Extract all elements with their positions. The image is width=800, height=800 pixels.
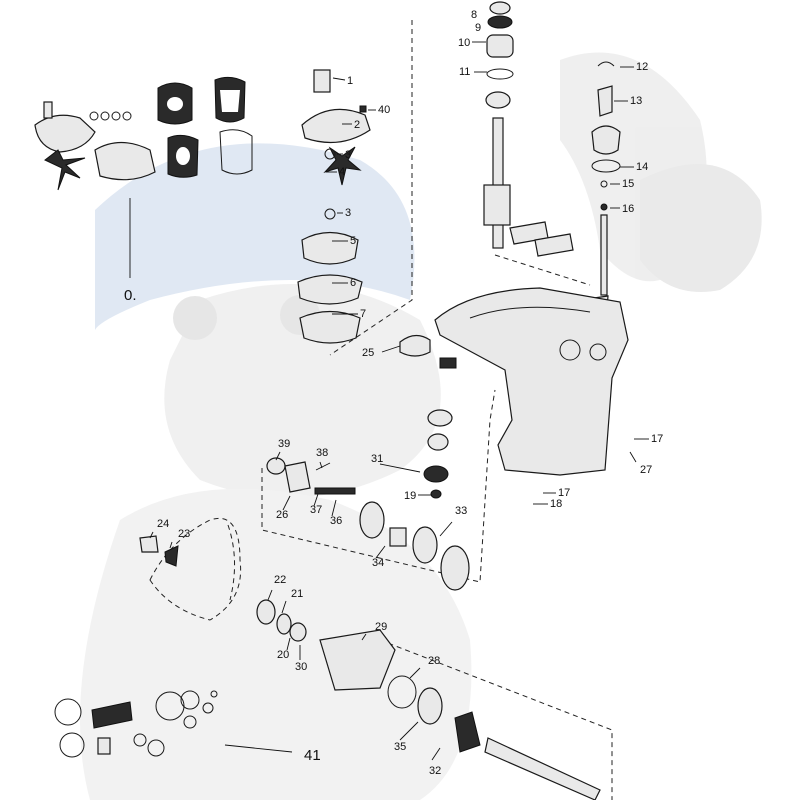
part-callout-16: 16	[622, 203, 634, 215]
part-callout-13: 13	[630, 95, 642, 107]
part-callout-35: 35	[394, 741, 406, 753]
assembly-guide-lines	[149, 20, 613, 800]
part-callout-8: 8	[471, 9, 477, 21]
callout-leader-line	[629, 451, 637, 463]
callout-leader-line	[169, 541, 173, 549]
part-callout-21: 21	[291, 588, 303, 600]
callout-leader-line	[431, 747, 441, 761]
part-callout-23: 23	[178, 528, 190, 540]
seal-kit-illustration: 41	[54, 690, 321, 764]
part-callout-36: 36	[330, 515, 342, 527]
part-callout-33: 33	[455, 505, 467, 517]
callout-leader-line	[399, 721, 419, 741]
callout-leader-line	[281, 600, 287, 614]
seal-kit-callout-label: 41	[304, 747, 321, 764]
part-callout-26: 26	[276, 509, 288, 521]
part-callout-29: 29	[375, 621, 387, 633]
part-callout-25: 25	[362, 347, 374, 359]
callout-leader-line	[275, 451, 281, 461]
part-callout-12: 12	[636, 61, 648, 73]
part-callout-11: 11	[459, 66, 470, 78]
part-callout-14: 14	[636, 161, 648, 173]
part-callout-9: 9	[475, 22, 481, 34]
callout-leader-line	[267, 589, 273, 601]
callout-leader-line	[375, 545, 386, 559]
part-callout-5: 5	[350, 235, 356, 247]
gear-train-illustration	[139, 409, 601, 800]
callout-leader-line	[282, 495, 291, 511]
part-callout-3: 3	[345, 149, 351, 161]
part-callout-15: 15	[622, 178, 634, 190]
part-callout-30: 30	[295, 661, 307, 673]
part-callout-37: 37	[310, 504, 322, 516]
callout-leader-line	[409, 667, 421, 679]
pump-stack-illustration	[297, 69, 371, 344]
part-callout-19: 19	[404, 490, 416, 502]
part-callout-34: 34	[372, 557, 384, 569]
part-callout-31: 31	[371, 453, 383, 465]
part-callout-3: 3	[345, 207, 351, 219]
part-callout-27: 27	[640, 464, 652, 476]
part-callout-40: 40	[378, 104, 390, 116]
part-callout-6: 6	[350, 277, 356, 289]
part-callout-7: 7	[360, 308, 366, 320]
part-callout-17: 17	[558, 487, 570, 499]
callout-leader-line	[319, 461, 323, 469]
part-callout-20: 20	[277, 649, 289, 661]
callout-leader-line	[286, 637, 291, 651]
callout-leader-line	[331, 499, 337, 517]
part-callout-24: 24	[157, 518, 169, 530]
part-callout-32: 32	[429, 765, 441, 777]
water-pump-kit-illustration: 0.	[34, 76, 253, 304]
part-callout-2: 2	[354, 119, 360, 131]
part-callout-22: 22	[274, 574, 286, 586]
part-callout-18: 18	[550, 498, 562, 510]
callout-leader-line	[361, 633, 367, 641]
callout-leader-line	[379, 463, 421, 473]
part-callout-1: 1	[347, 75, 353, 87]
part-callout-4: 4	[339, 166, 345, 178]
callout-leader-line	[332, 77, 346, 81]
callout-leader-line	[381, 345, 401, 353]
part-callout-28: 28	[428, 655, 440, 667]
part-callout-38: 38	[316, 447, 328, 459]
callout-leader-line	[439, 521, 453, 537]
callout-leader-line	[313, 493, 319, 507]
gearcase-housing-illustration	[399, 287, 629, 476]
kit-callout-label: 0.	[124, 287, 137, 304]
part-callout-39: 39	[278, 438, 290, 450]
mascot-watermark	[80, 52, 762, 800]
part-callout-10: 10	[458, 37, 470, 49]
callout-leader-line	[149, 531, 154, 539]
part-callout-17: 17	[651, 433, 663, 445]
driveshaft-illustration	[483, 1, 574, 257]
